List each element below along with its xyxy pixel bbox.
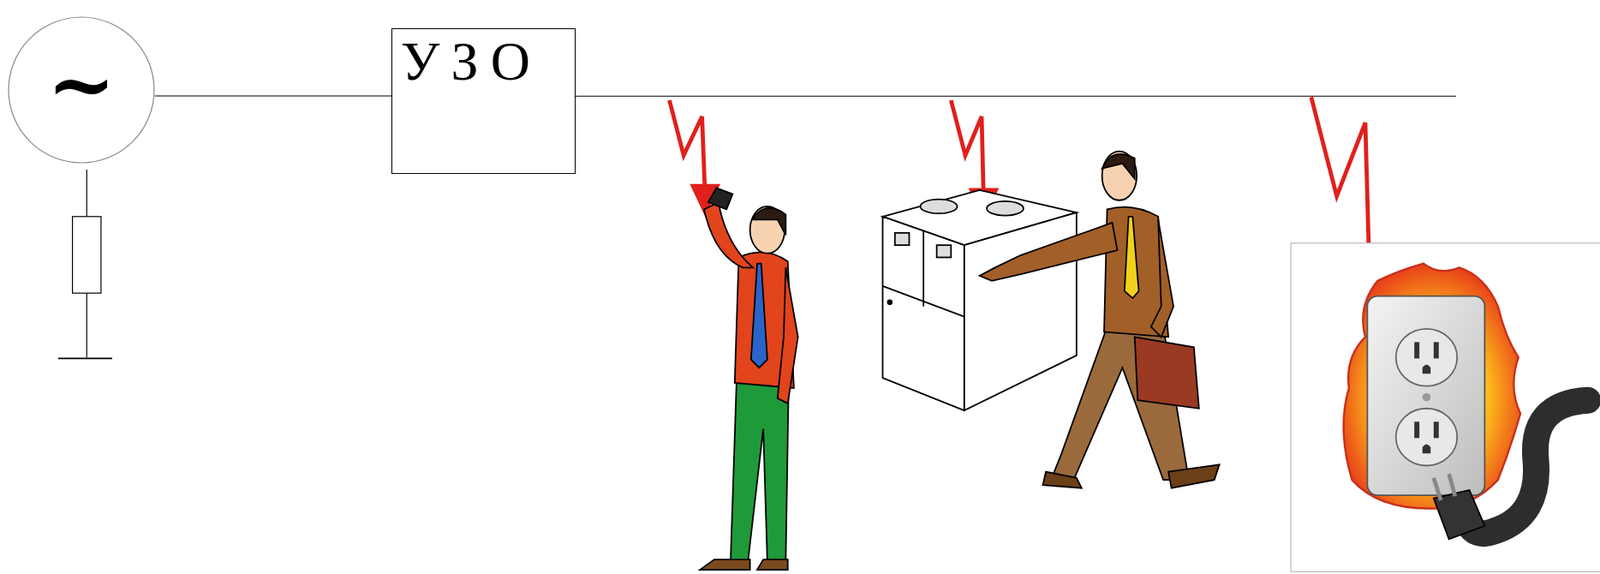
cabinet-front <box>882 216 964 411</box>
supply-wire <box>573 95 1457 97</box>
source-circle-outline <box>8 17 155 163</box>
supply-wire <box>155 95 392 96</box>
leakage-arrow <box>669 100 706 197</box>
earth-wire <box>86 292 88 358</box>
outlet-plate <box>1367 296 1485 496</box>
rcd-label: УЗО <box>400 34 567 90</box>
ground-symbol <box>58 357 113 359</box>
electrical-cabinet <box>882 190 1076 411</box>
flames <box>1343 263 1521 509</box>
pointing-man <box>979 151 1220 489</box>
man-with-phone <box>699 187 798 570</box>
ac-symbol: ~ <box>47 42 116 126</box>
cable <box>1467 400 1589 533</box>
rcd-box: УЗО <box>391 28 576 174</box>
leakage-arrow <box>950 100 984 201</box>
resistor-symbol <box>72 216 102 293</box>
ac-source: ~ <box>7 16 156 164</box>
earth-wire <box>86 169 88 217</box>
outlet-picture-frame <box>1290 243 1600 573</box>
burning-outlet <box>1290 243 1600 573</box>
